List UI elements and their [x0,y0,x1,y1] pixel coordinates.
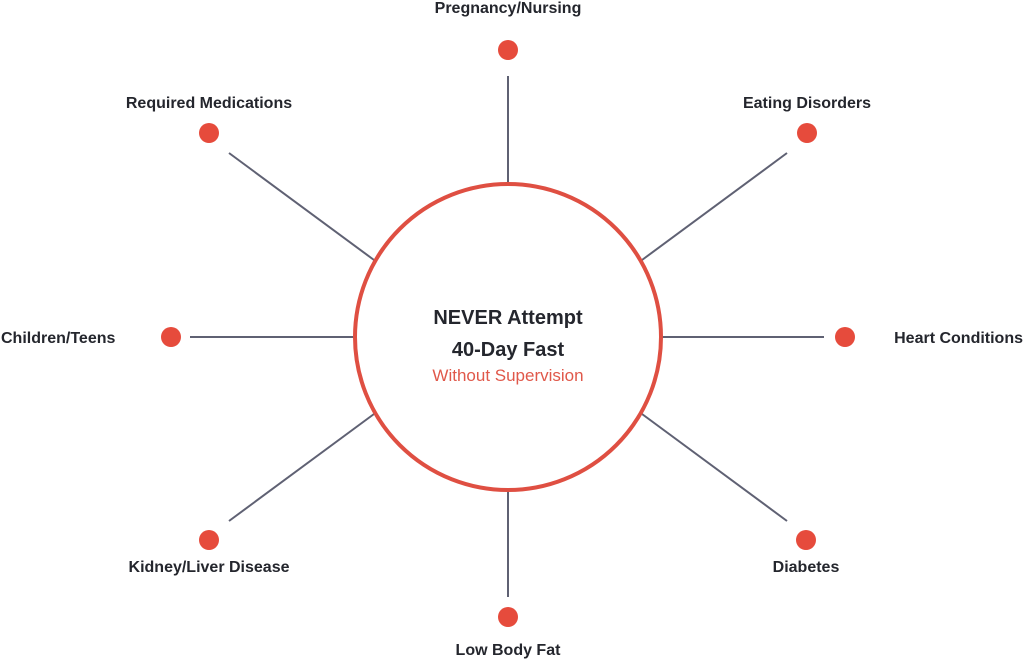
spoke-children-teens: Children/Teens [1,327,354,347]
spoke-marker-dot [797,123,817,143]
spoke-kidney-liver-disease: Kidney/Liver Disease [129,413,375,576]
spoke-label: Required Medications [126,95,292,112]
spoke-label: Heart Conditions [894,330,1023,347]
spoke-label: Children/Teens [1,330,115,347]
spoke-connector [228,152,375,261]
spoke-connector [641,152,788,261]
spoke-marker-dot [199,123,219,143]
center-circle [353,182,663,492]
center-subtitle: Without Supervision [432,366,583,385]
spoke-marker-dot [835,327,855,347]
spoke-connector [641,413,788,522]
spoke-marker-dot [161,327,181,347]
spoke-eating-disorders: Eating Disorders [641,95,871,261]
spoke-marker-dot [498,607,518,627]
spoke-diabetes: Diabetes [641,413,840,576]
spoke-low-body-fat: Low Body Fat [456,491,562,659]
center-title-line2: 40-Day Fast [452,339,565,361]
spoke-marker-dot [498,40,518,60]
spoke-pregnancy-nursing: Pregnancy/Nursing [435,0,582,183]
spoke-label: Kidney/Liver Disease [129,559,290,576]
spoke-label: Low Body Fat [456,642,562,659]
center-hub: NEVER Attempt 40-Day Fast Without Superv… [353,182,663,492]
spoke-marker-dot [796,530,816,550]
center-title-line1: NEVER Attempt [433,307,583,329]
spoke-label: Eating Disorders [743,95,871,112]
spoke-marker-dot [199,530,219,550]
spoke-heart-conditions: Heart Conditions [662,327,1023,347]
spoke-required-medications: Required Medications [126,95,375,261]
spoke-label: Pregnancy/Nursing [435,0,582,17]
spoke-label: Diabetes [773,559,840,576]
spoke-connector [228,413,375,522]
